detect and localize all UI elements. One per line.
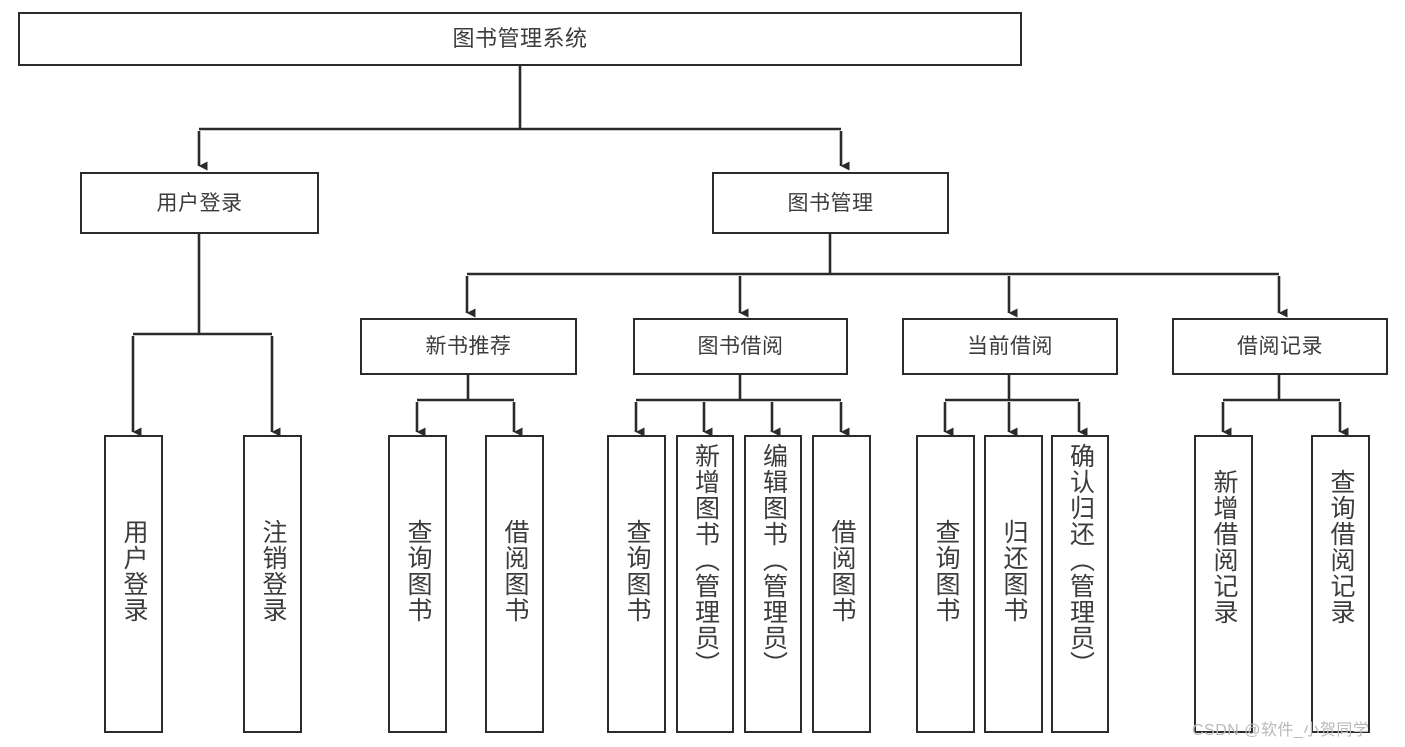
leaf-query-book-borrow[interactable]: 查询图书	[607, 435, 666, 733]
leaf-borrow-book-recommend[interactable]: 借阅图书	[485, 435, 544, 733]
node-label: 借阅图书	[828, 519, 856, 623]
leaf-add-borrow-record[interactable]: 新增借阅记录	[1194, 435, 1253, 733]
leaf-query-borrow-record[interactable]: 查询借阅记录	[1311, 435, 1370, 733]
node-label: 借阅图书	[501, 519, 529, 623]
node-label: 查询借阅记录	[1327, 469, 1355, 625]
node-user-login[interactable]: 用户登录	[80, 172, 319, 234]
csdn-watermark: CSDN @软件_小贺同学	[1192, 722, 1370, 739]
leaf-logout[interactable]: 注销登录	[243, 435, 302, 733]
node-label: 确认归还（管理员）	[1066, 443, 1095, 677]
node-label: 借阅记录	[1237, 335, 1323, 358]
node-label: 编辑图书（管理员）	[759, 443, 788, 677]
leaf-user-login[interactable]: 用户登录	[104, 435, 163, 733]
leaf-add-book-admin[interactable]: 新增图书（管理员）	[676, 435, 734, 733]
node-label: 归还图书	[1000, 519, 1028, 623]
leaf-confirm-return-admin[interactable]: 确认归还（管理员）	[1051, 435, 1109, 733]
node-label: 查询图书	[404, 519, 432, 623]
node-label: 图书借阅	[697, 335, 784, 358]
leaf-borrow-book[interactable]: 借阅图书	[812, 435, 871, 733]
node-label: 新书推荐	[425, 335, 512, 358]
node-label: 注销登录	[259, 519, 287, 623]
leaf-query-book-recommend[interactable]: 查询图书	[388, 435, 447, 733]
node-label: 用户登录	[120, 519, 148, 623]
node-label: 用户登录	[156, 191, 243, 215]
node-label: 图书管理	[787, 191, 874, 215]
node-label: 查询图书	[623, 519, 651, 623]
node-root-system[interactable]: 图书管理系统	[18, 12, 1022, 66]
node-label: 当前借阅	[967, 335, 1053, 358]
node-book-borrow[interactable]: 图书借阅	[633, 318, 848, 375]
leaf-return-book[interactable]: 归还图书	[984, 435, 1043, 733]
node-label: 图书管理系统	[452, 26, 588, 51]
node-new-book-recommend[interactable]: 新书推荐	[360, 318, 577, 375]
node-book-management[interactable]: 图书管理	[712, 172, 949, 234]
node-label: 查询图书	[932, 519, 960, 623]
leaf-query-book-current[interactable]: 查询图书	[916, 435, 975, 733]
node-borrow-record[interactable]: 借阅记录	[1172, 318, 1388, 375]
node-current-borrow[interactable]: 当前借阅	[902, 318, 1118, 375]
node-label: 新增图书（管理员）	[691, 443, 720, 677]
node-label: 新增借阅记录	[1210, 469, 1238, 625]
leaf-edit-book-admin[interactable]: 编辑图书（管理员）	[744, 435, 802, 733]
